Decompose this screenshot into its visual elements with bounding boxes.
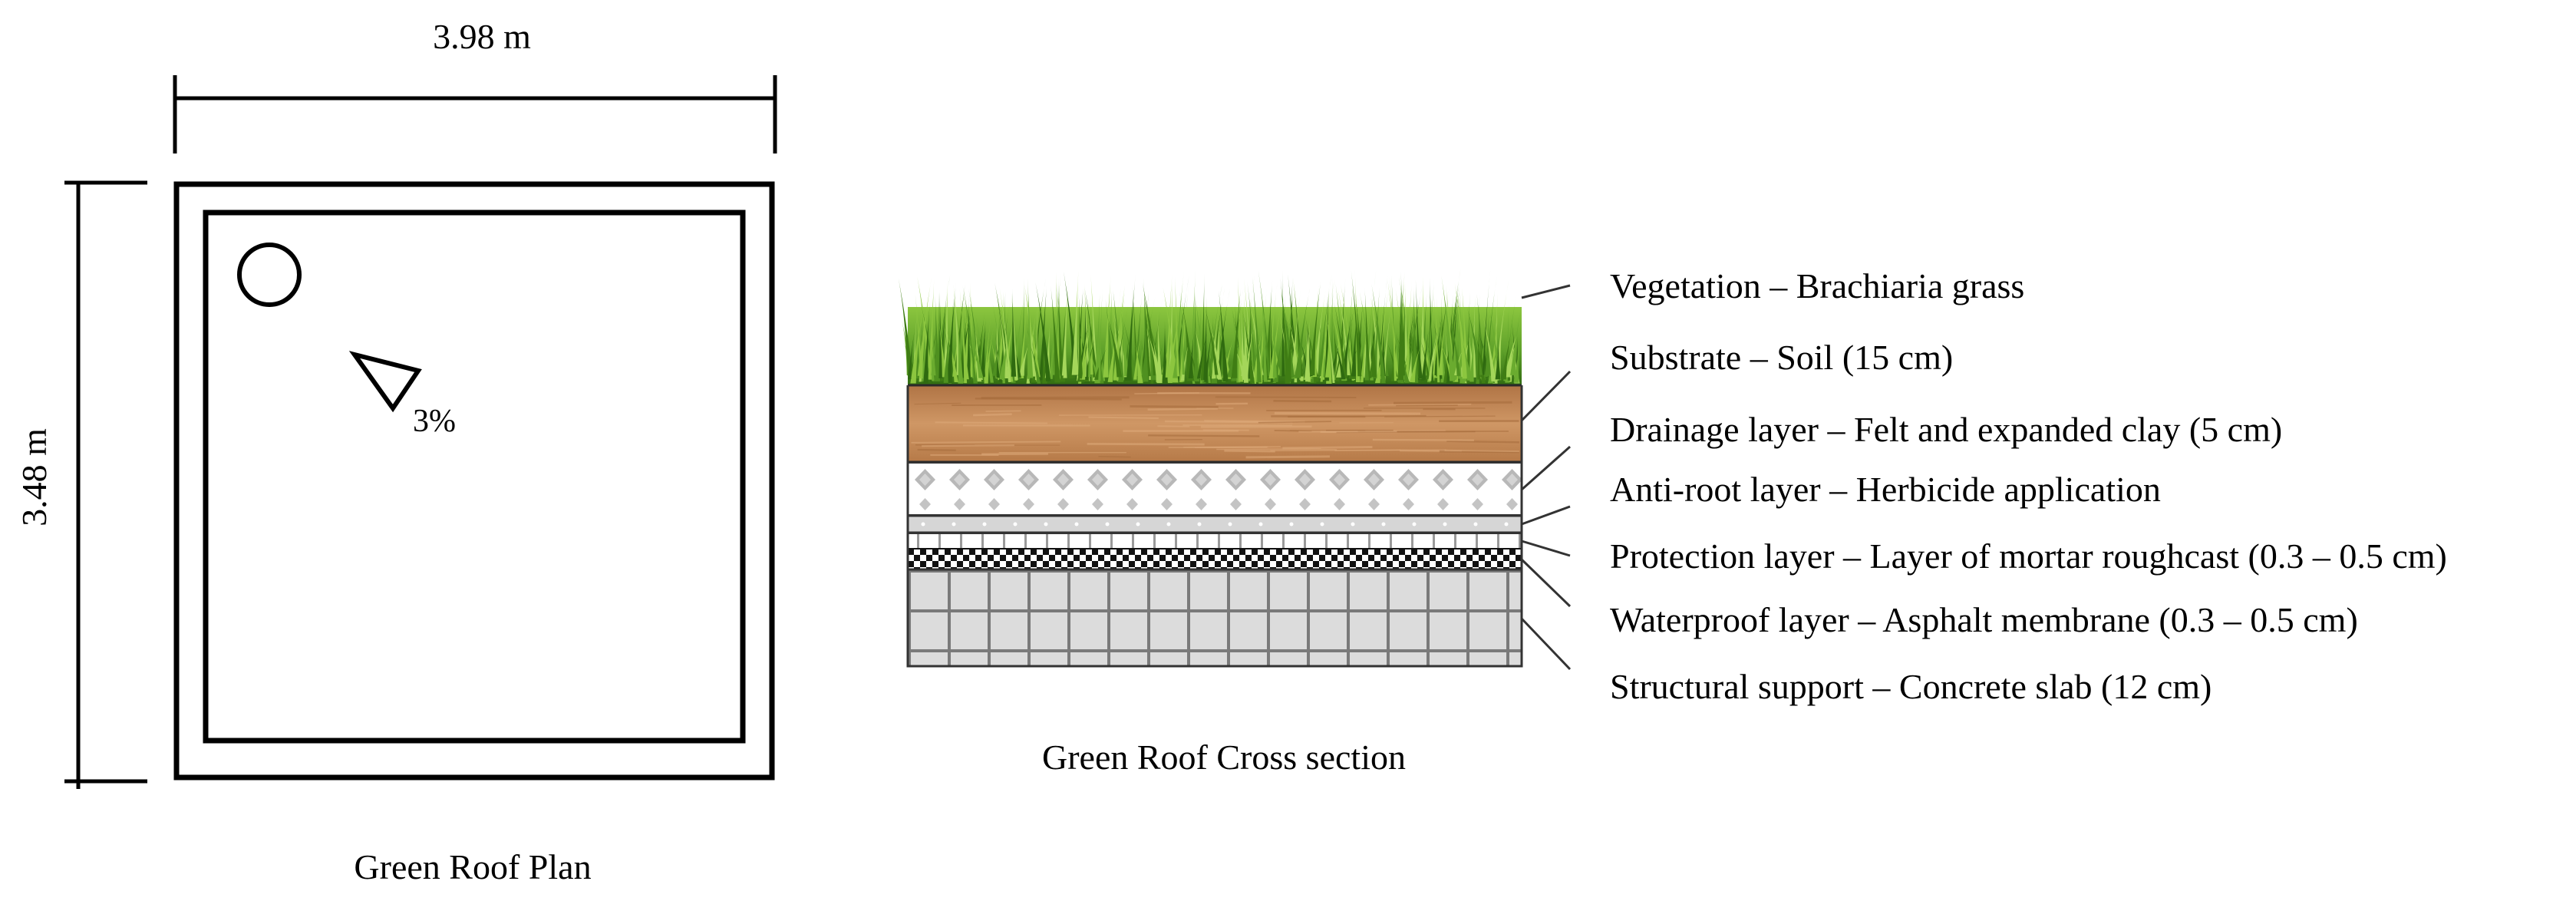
label-vegetation: Vegetation – Brachiaria grass — [1610, 266, 2024, 305]
layer-vegetation — [898, 268, 1522, 387]
layer-drainage — [907, 462, 1522, 516]
leader-anti-root — [1521, 505, 1571, 526]
layer-anti-root — [906, 514, 1523, 534]
height-dimension — [64, 180, 147, 789]
layer-waterproof — [907, 548, 1522, 570]
leader-lines — [1520, 284, 1572, 671]
roof-cross-section: Vegetation – Brachiaria grass Substrate … — [898, 266, 2447, 777]
layer-protection — [907, 533, 1522, 550]
roof-plan: 3.98 m 3.48 m 3% Green Roof Plan — [15, 17, 777, 886]
roof-inner-boundary — [203, 210, 746, 744]
layer-substrate — [908, 384, 1522, 464]
label-structural: Structural support – Concrete slab (12 c… — [1610, 667, 2212, 706]
width-dimension — [173, 75, 777, 153]
roof-outer-boundary — [173, 181, 775, 781]
layer-structural — [906, 568, 1523, 668]
label-drainage: Drainage layer – Felt and expanded clay … — [1610, 410, 2282, 449]
leader-waterproof — [1520, 558, 1572, 608]
layer-labels: Vegetation – Brachiaria grass Substrate … — [1610, 266, 2447, 706]
slope-label: 3% — [413, 404, 456, 439]
plan-caption: Green Roof Plan — [354, 847, 591, 886]
leader-structural — [1520, 617, 1572, 671]
leader-substrate — [1520, 370, 1572, 422]
drain-circle-icon — [237, 243, 302, 307]
leader-protection — [1521, 540, 1571, 557]
plan-height-label: 3.48 m — [15, 428, 54, 526]
label-anti-root: Anti-root layer – Herbicide application — [1610, 470, 2161, 509]
section-caption: Green Roof Cross section — [1042, 738, 1406, 777]
slope-triangle-icon — [348, 351, 422, 413]
label-substrate: Substrate – Soil (15 cm) — [1610, 338, 1953, 377]
plan-width-label: 3.98 m — [433, 17, 531, 56]
label-waterproof: Waterproof layer – Asphalt membrane (0.3… — [1610, 600, 2358, 639]
leader-drainage — [1521, 445, 1571, 491]
label-protection: Protection layer – Layer of mortar rough… — [1610, 536, 2447, 576]
leader-vegetation — [1521, 284, 1571, 299]
